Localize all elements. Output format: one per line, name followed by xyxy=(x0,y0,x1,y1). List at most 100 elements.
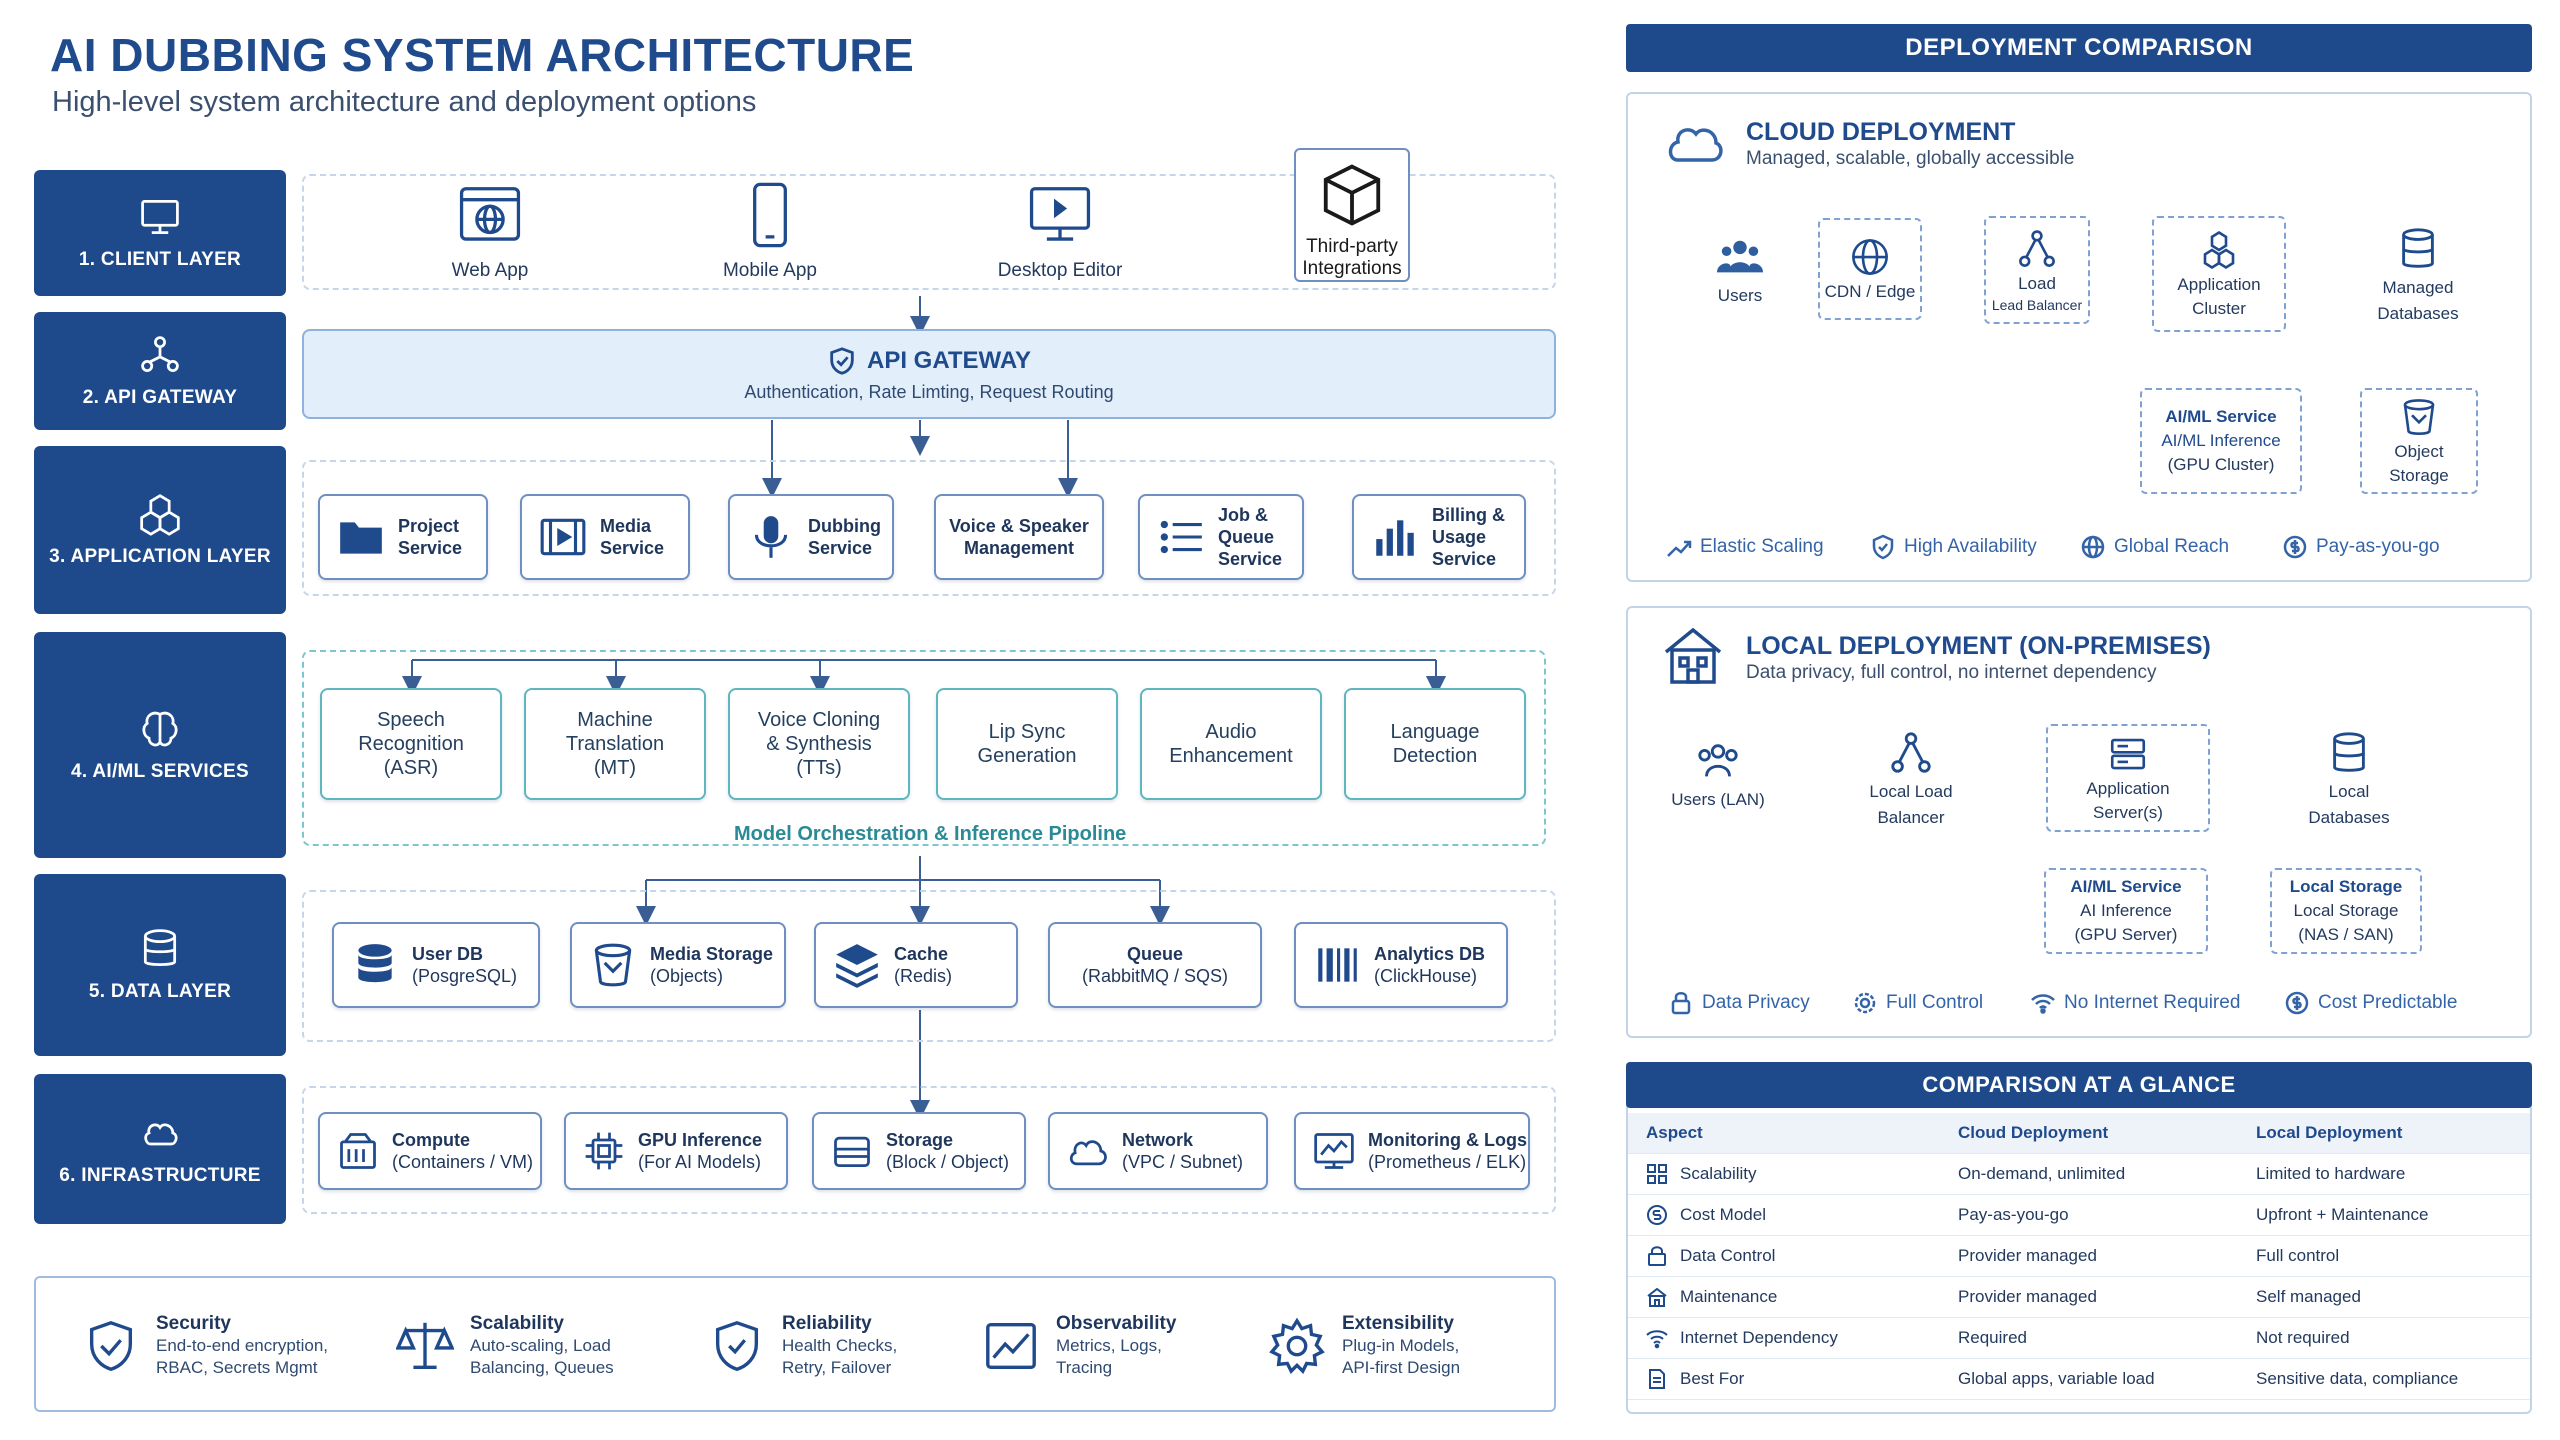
local-subtitle: Data privacy, full control, no internet … xyxy=(1746,662,2157,683)
feature-desc: Metrics, Logs, xyxy=(1056,1336,1162,1355)
gear-icon xyxy=(1854,992,1876,1014)
infra-item[interactable]: GPU Inference(For AI Models) xyxy=(564,1112,788,1190)
infra-item[interactable]: Storage(Block / Object) xyxy=(812,1112,1026,1190)
infra-detail: (VPC / Subnet) xyxy=(1122,1152,1244,1172)
page-subtitle: High-level system architecture and deplo… xyxy=(52,86,757,118)
trend-up-icon xyxy=(1667,540,1692,557)
microphone-icon xyxy=(754,516,788,558)
layer-data: 5. DATA LAYER xyxy=(34,874,286,1056)
cloud-users: Users xyxy=(1680,234,1800,306)
node-label: Storage xyxy=(2389,466,2449,485)
service-name: Job & Queue xyxy=(1218,505,1275,547)
building-icon xyxy=(1647,1287,1667,1307)
infra-panel xyxy=(302,1086,1556,1214)
cubes-icon xyxy=(140,494,180,536)
client-mobile-app[interactable]: Mobile App xyxy=(710,180,830,282)
list-icon xyxy=(1160,520,1202,554)
service-name: (ASR) xyxy=(383,757,439,779)
service-name: Service xyxy=(808,538,873,558)
node-label: AI/ML Service xyxy=(2165,407,2277,426)
coin-icon xyxy=(2285,991,2309,1015)
local-benefit: No Internet Required xyxy=(2030,990,2240,1016)
cloud-title: CLOUD DEPLOYMENT xyxy=(1746,118,2016,146)
server-icon xyxy=(2110,738,2146,770)
database-icon xyxy=(358,944,392,983)
benefit-label: Global Reach xyxy=(2114,536,2230,557)
node-label: AI/ML Service xyxy=(2070,877,2182,896)
layer-application: 3. APPLICATION LAYER xyxy=(34,446,286,614)
client-web-app[interactable]: Web App xyxy=(430,180,550,282)
store-name: User DB xyxy=(412,944,484,964)
aspect-cell: Maintenance xyxy=(1680,1287,1778,1306)
infra-item[interactable]: Network(VPC / Subnet) xyxy=(1048,1112,1268,1190)
cloud-outline-icon xyxy=(1069,1140,1107,1166)
table-header: Aspect Cloud Deployment Local Deployment xyxy=(1628,1113,2530,1154)
service-name: Service xyxy=(1218,549,1283,569)
cloud-cell: Required xyxy=(1958,1328,2027,1347)
service-name: Language xyxy=(1390,721,1480,743)
infra-name: GPU Inference xyxy=(638,1130,763,1150)
cloud-benefit: High Availability xyxy=(1870,534,2037,560)
feature-title: Security xyxy=(156,1313,231,1334)
cloud-cell: Pay-as-you-go xyxy=(1958,1205,2069,1224)
infra-item[interactable]: Monitoring & Logs(Prometheus / ELK) xyxy=(1294,1112,1530,1190)
local-storage: Local Storage Local Storage (NAS / SAN) xyxy=(2270,868,2422,954)
client-third-party[interactable]: Third-party Integrations xyxy=(1270,160,1434,280)
aspect-cell: Internet Dependency xyxy=(1680,1328,1838,1347)
data-store[interactable]: Analytics DB(ClickHouse) xyxy=(1294,922,1508,1008)
deployment-heading: DEPLOYMENT COMPARISON xyxy=(1626,24,2532,72)
database-icon xyxy=(143,929,177,966)
local-users: Users (LAN) xyxy=(1658,738,1778,810)
ai-service[interactable]: Voice Cloning& Synthesis(TTs) xyxy=(728,688,910,800)
feature-desc: End-to-end encryption, xyxy=(156,1336,328,1355)
cloud-cell: Global apps, variable load xyxy=(1958,1369,2155,1388)
desktop-icon xyxy=(1029,187,1091,241)
cloud-icon xyxy=(144,1123,178,1146)
service-name: & Synthesis xyxy=(766,733,872,755)
node-label: Databases xyxy=(2308,808,2390,827)
node-label: Local Storage xyxy=(2293,901,2399,920)
infra-name: Network xyxy=(1122,1130,1194,1150)
data-store[interactable]: Cache(Redis) xyxy=(814,922,1018,1008)
data-store[interactable]: Media Storage(Objects) xyxy=(570,922,786,1008)
network-icon xyxy=(2019,230,2055,267)
node-label: Local Load xyxy=(1869,782,1953,801)
service-name: (TTs) xyxy=(796,757,842,779)
infra-detail: (For AI Models) xyxy=(638,1152,762,1172)
infra-item[interactable]: Compute(Containers / VM) xyxy=(318,1112,542,1190)
chart-line-icon xyxy=(986,1323,1036,1369)
api-gateway[interactable]: API GATEWAY Authentication, Rate Limting… xyxy=(302,329,1556,419)
node-label: Server(s) xyxy=(2093,803,2163,822)
feature-desc: Auto-scaling, Load xyxy=(470,1336,611,1355)
cloud-cell: Provider managed xyxy=(1958,1246,2097,1265)
client-label: Desktop Editor xyxy=(997,260,1123,281)
database-icon xyxy=(2333,732,2365,772)
layer-ai: 4. AI/ML SERVICES xyxy=(34,632,286,858)
service-name: Enhancement xyxy=(1169,745,1293,767)
benefit-label: No Internet Required xyxy=(2064,992,2241,1013)
lock-doc-icon xyxy=(1648,1246,1666,1266)
client-desktop-editor[interactable]: Desktop Editor xyxy=(980,180,1140,282)
infra-detail: (Containers / VM) xyxy=(392,1152,534,1172)
col-local: Local Deployment xyxy=(2256,1123,2403,1142)
local-load-balancer: Local Load Balancer xyxy=(1846,730,1976,828)
data-store[interactable]: User DB(PosgreSQL) xyxy=(332,922,540,1008)
users-icon xyxy=(1717,240,1763,273)
data-store[interactable]: Queue(RabbitMQ / SQS) xyxy=(1048,922,1262,1008)
benefit-label: High Availability xyxy=(1904,536,2037,557)
service-name: Speech xyxy=(377,709,445,731)
service-name: Service xyxy=(600,538,665,558)
